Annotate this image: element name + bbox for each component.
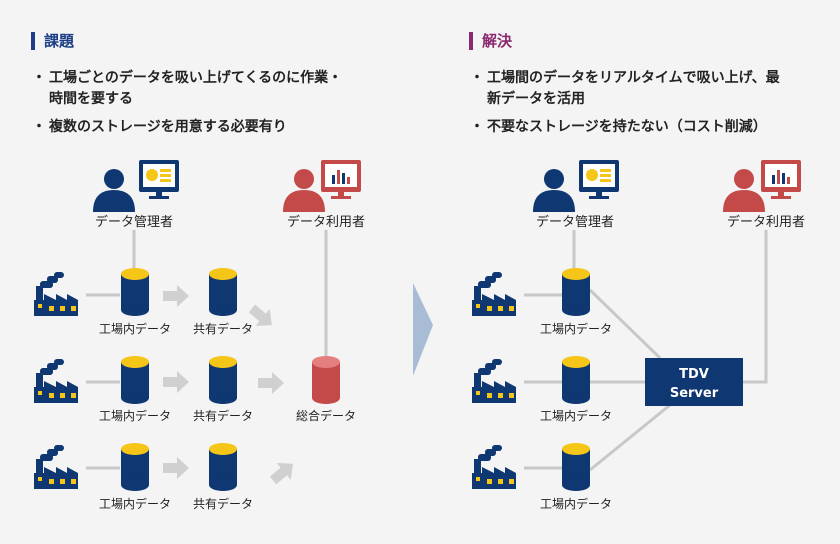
factory-icon [472,272,516,316]
solution-bullet-2: 不要なストレージを持たない（コスト削減） [470,117,833,138]
arrow-icon [258,372,284,394]
monitor-icon [321,160,361,199]
database-icon [312,356,340,404]
label-data-admin-right: データ管理者 [536,214,614,230]
label-factory-data: 工場内データ [540,408,612,423]
monitor-icon [761,160,801,199]
factory-icon [472,359,516,403]
transition-arrow-icon [413,283,433,376]
solution-title: 解決 [482,32,513,50]
factory-icon [34,272,78,316]
label-integrated-data: 総合データ [296,408,356,423]
label-data-user-right: データ利用者 [727,214,805,230]
problem-heading: 課題 [31,30,74,51]
database-icon [209,356,237,404]
person-icon [723,169,765,212]
monitor-icon [139,160,179,199]
arrow-icon [266,455,301,489]
database-icon [121,356,149,404]
label-factory-data: 工場内データ [540,496,612,511]
label-shared-data: 共有データ [193,408,253,423]
monitor-icon [579,160,619,199]
solution-heading-bar [469,31,473,50]
solution-bullet-1: 工場間のデータをリアルタイムで吸い上げ、最 新データを活用 [470,68,833,110]
database-icon [209,443,237,491]
arrow-icon [163,457,189,479]
database-icon [121,443,149,491]
database-icon [562,268,590,316]
label-factory-data: 工場内データ [99,408,171,423]
problem-bullet-1: 工場ごとのデータを吸い上げてくるのに作業・ 時間を要する [32,68,425,110]
problem-heading-bar [31,31,35,50]
problem-bullets: 工場ごとのデータを吸い上げてくるのに作業・ 時間を要する 複数のストレージを用意… [32,68,425,145]
problem-title: 課題 [44,32,75,50]
label-factory-data: 工場内データ [540,321,612,336]
solution-heading: 解決 [469,30,512,51]
factory-icon [34,445,78,489]
label-factory-data: 工場内データ [99,321,171,336]
label-shared-data: 共有データ [193,321,253,336]
tdv-server-label-line2: Server [670,386,719,401]
label-data-user-left: データ利用者 [287,214,365,230]
problem-bullet-2: 複数のストレージを用意する必要有り [32,117,425,138]
person-icon [533,169,575,212]
label-data-admin-left: データ管理者 [95,214,173,230]
person-icon [283,169,325,212]
database-icon [562,356,590,404]
database-icon [562,443,590,491]
person-icon [93,169,135,212]
arrow-icon [163,285,189,307]
factory-icon [472,445,516,489]
label-factory-data: 工場内データ [99,496,171,511]
solution-bullets: 工場間のデータをリアルタイムで吸い上げ、最 新データを活用 不要なストレージを持… [470,68,833,145]
arrow-icon [163,371,189,393]
label-shared-data: 共有データ [193,496,253,511]
database-icon [121,268,149,316]
database-icon [209,268,237,316]
tdv-server-label-line1: TDV [679,367,709,382]
tdv-server-box [645,358,743,406]
factory-icon [34,359,78,403]
